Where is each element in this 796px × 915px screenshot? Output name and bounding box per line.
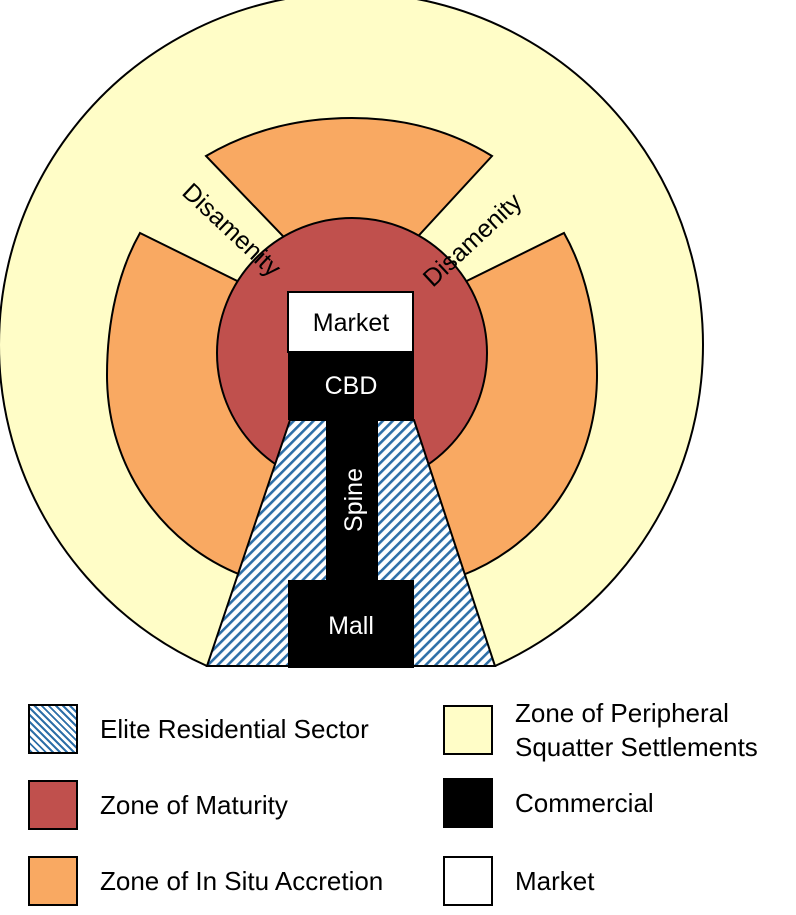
city-model-diagram: Market CBD Mall Spine Disamenity Disamen… [0,0,704,668]
spine [326,418,378,582]
legend-item-market: Market [443,856,594,906]
legend-item-elite: Elite Residential Sector [28,704,369,754]
legend-item-peripheral: Zone of Peripheral Squatter Settlements [443,696,758,764]
legend-label-in-situ: Zone of In Situ Accretion [100,866,384,896]
legend-swatch-in-situ [28,856,78,906]
legend-label-peripheral: Zone of Peripheral Squatter Settlements [515,698,758,762]
legend-label-market: Market [515,866,595,896]
legend-item-maturity: Zone of Maturity [28,780,288,830]
legend-swatch-maturity [28,780,78,830]
legend-label-elite: Elite Residential Sector [100,714,369,744]
market-block [287,291,414,353]
legend-swatch-commercial [443,778,493,828]
legend-item-in-situ: Zone of In Situ Accretion [28,856,383,906]
mall-block [288,580,414,668]
market-label: Market [313,309,389,337]
cbd-label: CBD [325,372,378,400]
legend-swatch-peripheral [443,705,493,755]
legend-swatch-market [443,856,493,906]
in-situ-sector-top [204,116,494,310]
legend-label-maturity: Zone of Maturity [100,790,288,820]
legend: Elite Residential Sector Zone of Maturit… [0,680,796,915]
spine-label: Spine [340,468,368,532]
cbd-block [288,352,414,420]
legend-swatch-elite [28,704,78,754]
legend-label-commercial: Commercial [515,788,654,818]
legend-item-commercial: Commercial [443,778,654,828]
mall-label: Mall [328,612,374,640]
